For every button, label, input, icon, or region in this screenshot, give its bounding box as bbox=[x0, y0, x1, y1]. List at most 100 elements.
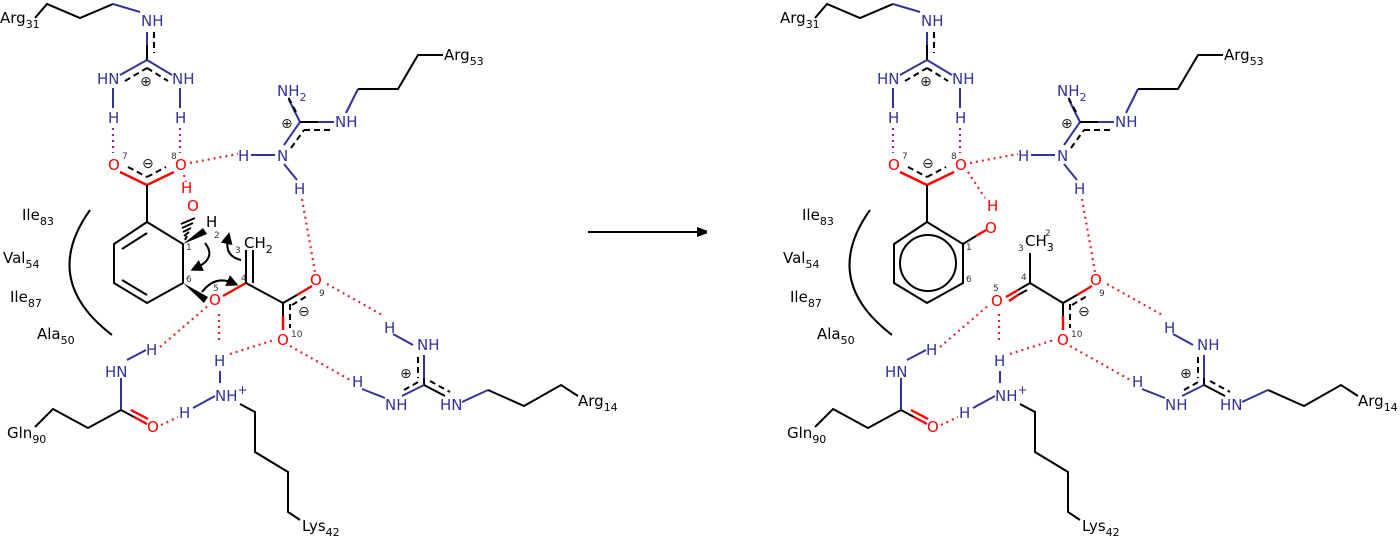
atom-h: H bbox=[888, 109, 899, 127]
atom-n: N bbox=[1057, 147, 1068, 165]
gln90-label: Gln90 bbox=[787, 424, 826, 446]
atom-h: H bbox=[955, 109, 966, 127]
atom-ch2: CH2 bbox=[244, 234, 273, 256]
salicylate-pyruvate-ligand: O H 1 6 CH3 2 3 4 O 5 O O ⊖ bbox=[893, 171, 1105, 349]
atom-number: 8 bbox=[171, 152, 177, 162]
atom-h: H bbox=[214, 352, 225, 370]
pocket-arc bbox=[848, 209, 893, 336]
atom-number: 5 bbox=[993, 284, 999, 294]
atom-nh-plus: NH+ bbox=[995, 383, 1028, 405]
atom-h: H bbox=[384, 319, 395, 337]
curly-arrow-icon bbox=[220, 232, 242, 261]
atom-h: H bbox=[175, 109, 186, 127]
atom-hn: HN bbox=[97, 70, 120, 88]
aromatic-circle bbox=[899, 234, 957, 292]
gln90-residue: Gln90 HN H O H bbox=[787, 303, 991, 446]
solid-wedge bbox=[183, 228, 207, 244]
atom-h: H bbox=[1018, 147, 1029, 165]
atom-number: 7 bbox=[122, 152, 128, 162]
atom-nh: NH bbox=[921, 12, 944, 30]
atom-o7: O bbox=[108, 156, 120, 174]
lys42-label: Lys42 bbox=[302, 517, 340, 537]
solid-wedge bbox=[183, 283, 208, 303]
atom-number: 9 bbox=[1099, 289, 1105, 299]
atom-hn: HN bbox=[1220, 396, 1243, 414]
atom-number: 6 bbox=[186, 275, 192, 285]
atom-o10: O bbox=[1057, 331, 1069, 349]
positive-charge-icon: ⊕ bbox=[1061, 116, 1073, 132]
atom-hn: HN bbox=[105, 363, 128, 381]
lys42-residue: NH+ H Lys42 bbox=[972, 314, 1120, 537]
gln90-label: Gln90 bbox=[7, 424, 46, 446]
atom-o5: O bbox=[991, 292, 1003, 310]
atom-nh-plus: NH+ bbox=[215, 383, 248, 405]
ile87-label: Ile87 bbox=[790, 288, 822, 310]
substrate-complex-panel: Arg31 NH HN NH ⊕ H H O 7 O 8 ⊖ bbox=[0, 2, 618, 537]
arg53-residue: N NH NH2 ⊕ Arg53 H bbox=[1031, 46, 1264, 273]
atom-h: H bbox=[108, 109, 119, 127]
carboxylate-group: O 7 O 8 ⊖ bbox=[888, 152, 967, 222]
atom-number: 10 bbox=[291, 330, 303, 340]
atom-h: H bbox=[1074, 180, 1085, 198]
ile83-label: Ile83 bbox=[22, 206, 54, 228]
atom-nh: NH bbox=[1197, 336, 1220, 354]
positive-charge-icon: ⊕ bbox=[140, 74, 152, 90]
positive-charge-icon: ⊕ bbox=[920, 74, 932, 90]
atom-number: 10 bbox=[1071, 330, 1083, 340]
arg31-label: Arg31 bbox=[0, 9, 40, 31]
ile87-label: Ile87 bbox=[10, 288, 42, 310]
carboxylate-group: O 7 O 8 ⊖ bbox=[108, 152, 187, 222]
atom-o10: O bbox=[277, 331, 289, 349]
curly-arrow-icon bbox=[201, 275, 239, 293]
atom-o8: O bbox=[175, 156, 187, 174]
arg14-label: Arg14 bbox=[1358, 392, 1398, 414]
atom-nh: NH bbox=[1115, 113, 1138, 131]
atom-h: H bbox=[926, 341, 937, 359]
atom-o: O bbox=[985, 219, 997, 237]
atom-nh: NH bbox=[385, 396, 408, 414]
ala50-label: Ala50 bbox=[37, 325, 75, 347]
atom-h: H bbox=[1132, 373, 1143, 391]
negative-charge-icon: ⊖ bbox=[1078, 304, 1090, 320]
atom-number: 7 bbox=[902, 152, 908, 162]
atom-o5: O bbox=[209, 291, 221, 309]
positive-charge-icon: ⊕ bbox=[1180, 366, 1192, 382]
atom-h: H bbox=[352, 373, 363, 391]
atom-number: 2 bbox=[1045, 229, 1051, 239]
atom-nh: NH bbox=[1165, 396, 1188, 414]
arg14-residue: H NH ⊕ H NH HN Arg14 bbox=[1069, 283, 1398, 414]
atom-n: N bbox=[277, 147, 288, 165]
atom-h: H bbox=[1164, 319, 1175, 337]
arg31-residue: Arg31 NH HN NH ⊕ H H bbox=[780, 2, 975, 153]
atom-number: 9 bbox=[319, 289, 325, 299]
atom-number: 3 bbox=[1018, 244, 1024, 254]
atom-nh: NH bbox=[952, 70, 975, 88]
ala50-label: Ala50 bbox=[817, 325, 855, 347]
arg53-label: Arg53 bbox=[444, 46, 484, 68]
gln90-residue: Gln90 HN H O H bbox=[7, 303, 211, 446]
arg31-label: Arg31 bbox=[780, 9, 820, 31]
atom-h: H bbox=[181, 179, 192, 197]
atom-nh: NH bbox=[417, 336, 440, 354]
atom-hn: HN bbox=[885, 363, 908, 381]
atom-ch3: CH3 bbox=[1025, 232, 1054, 254]
arg14-residue: H NH ⊕ H NH HN Arg14 bbox=[289, 283, 618, 414]
negative-charge-icon: ⊖ bbox=[922, 156, 934, 172]
atom-hn: HN bbox=[440, 396, 463, 414]
atom-o9: O bbox=[310, 271, 322, 289]
arg14-label: Arg14 bbox=[578, 392, 618, 414]
curly-arrow-icon bbox=[190, 242, 211, 271]
pocket-arc bbox=[68, 209, 113, 336]
atom-o7: O bbox=[888, 156, 900, 174]
atom-hn: HN bbox=[877, 70, 900, 88]
positive-charge-icon: ⊕ bbox=[281, 116, 293, 132]
atom-h: H bbox=[206, 213, 217, 231]
atom-nh2: NH2 bbox=[277, 82, 307, 104]
atom-h: H bbox=[294, 180, 305, 198]
atom-o9: O bbox=[1090, 271, 1102, 289]
hydrophobic-pocket: Ile83 Val54 Ile87 Ala50 bbox=[3, 206, 113, 347]
arg53-residue: N NH NH2 ⊕ Arg53 H bbox=[251, 46, 484, 273]
atom-o8: O bbox=[955, 156, 967, 174]
positive-charge-icon: ⊕ bbox=[400, 366, 412, 382]
